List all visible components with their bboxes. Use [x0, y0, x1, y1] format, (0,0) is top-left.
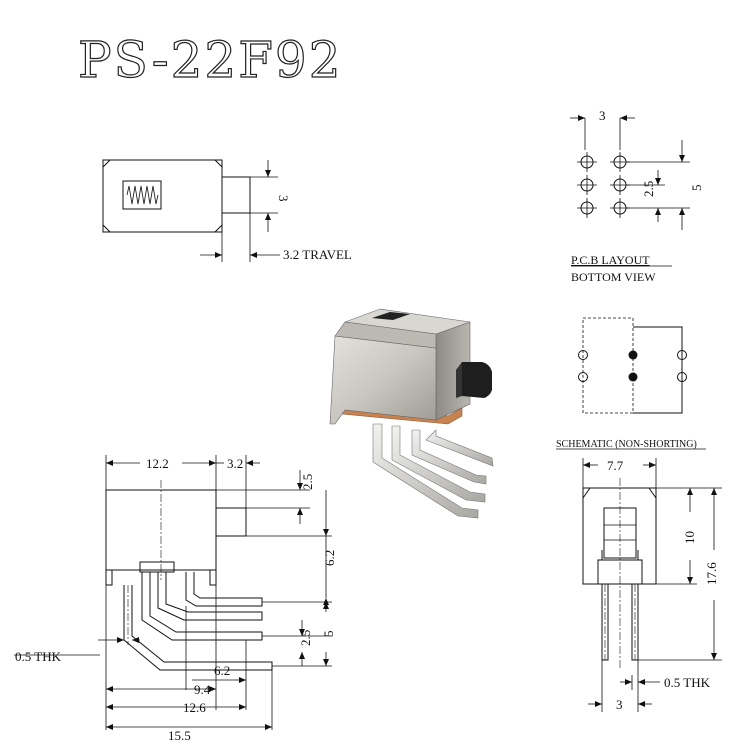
actuator-knob [462, 362, 492, 398]
schematic-caption: SCHEMATIC (NON-SHORTING) [556, 439, 697, 450]
thickness-left: 0.5 THK [15, 649, 62, 664]
dim-body-width: 12.2 [146, 456, 169, 471]
pcb-layout: 3 2.5 5 P.C.B LAYOUT BOTTOM VIEW [570, 108, 704, 284]
schematic: SCHEMATIC (NON-SHORTING) [556, 317, 706, 450]
dim-travel: 3.2 TRAVEL [283, 247, 352, 262]
pin-2 [391, 425, 486, 503]
dim-total-height: 17.6 [704, 562, 719, 585]
pin-4 [425, 429, 494, 467]
front-actuator [603, 507, 637, 559]
dim-height: 3 [276, 195, 291, 202]
dim-pitch-x: 3 [599, 108, 606, 123]
side-view: 12.2 3.2 2.5 6.2 2.5 5 [14, 455, 337, 743]
actuator-top [221, 176, 251, 214]
spring-icon [126, 185, 159, 205]
switch-photo [329, 308, 494, 519]
pin-3 [411, 429, 487, 485]
dim-6-2-right: 6.2 [322, 550, 337, 566]
part-number-title: PS-22F92 [78, 31, 343, 89]
pcb-hole-grid [577, 152, 630, 218]
pcb-caption-2: BOTTOM VIEW [571, 270, 656, 284]
dim-pitch-y: 2.5 [641, 181, 656, 197]
dim-15-5: 15.5 [168, 728, 191, 743]
dim-2-5-pins: 2.5 [298, 630, 313, 646]
dim-2-5-top: 2.5 [300, 474, 315, 490]
dim-front-pitch: 3 [616, 697, 623, 712]
dim-actuator: 3.2 [227, 456, 243, 471]
spring-window [122, 180, 162, 210]
front-view: 7.7 10 17.6 3 0.5 THK [582, 458, 722, 712]
dim-body-height: 10 [682, 531, 697, 544]
pin-1 [372, 423, 479, 519]
dim-total-y: 5 [689, 185, 704, 192]
top-view: 3 3.2 TRAVEL [102, 159, 352, 262]
dim-5: 5 [321, 631, 336, 638]
dim-9-4: 9.4 [194, 682, 211, 697]
thickness-right: 0.5 THK [664, 675, 711, 690]
pcb-caption-1: P.C.B LAYOUT [571, 253, 650, 267]
dim-12-6: 12.6 [183, 700, 206, 715]
dim-front-width: 7.7 [607, 458, 624, 473]
dim-6-2-bottom: 6.2 [214, 663, 230, 678]
